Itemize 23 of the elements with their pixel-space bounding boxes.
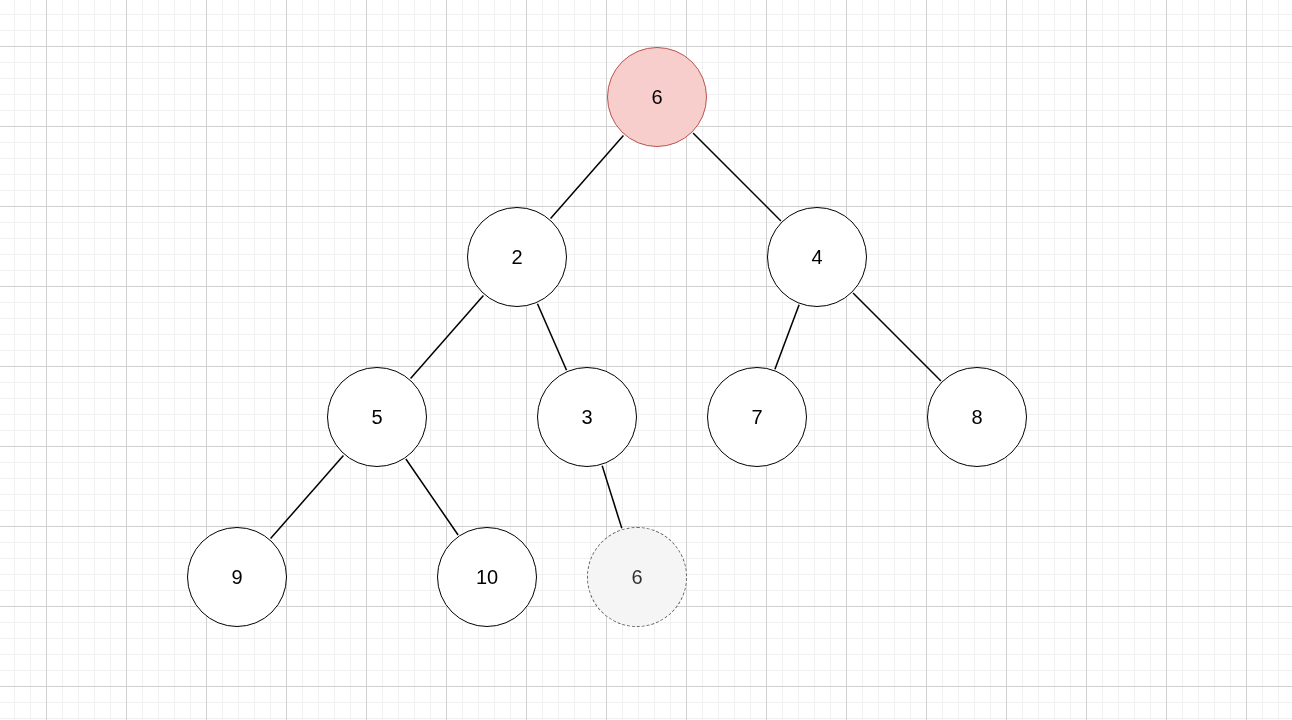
tree-edge [774,304,800,370]
tree-node [187,527,287,627]
node-value: 6 [631,565,643,589]
tree-node [327,367,427,467]
tree-edge [692,132,782,222]
tree-edge [269,454,345,540]
node-value: 10 [475,565,499,589]
node-value: 9 [231,565,243,589]
highlighted-tree-node [607,47,707,147]
placeholder-tree-node [587,527,687,627]
tree-edge [549,134,625,220]
node-value: 2 [511,245,523,269]
node-value: 6 [651,85,663,109]
tree-edge [405,458,459,536]
node-value: 8 [971,405,983,429]
node-value: 7 [751,405,763,429]
tree-edge [852,292,942,382]
node-value: 3 [581,405,593,429]
node-value: 4 [811,245,823,269]
tree-edge [409,294,485,380]
node-value: 5 [371,405,383,429]
tree-edge [601,464,623,530]
tree-edge [536,302,568,372]
